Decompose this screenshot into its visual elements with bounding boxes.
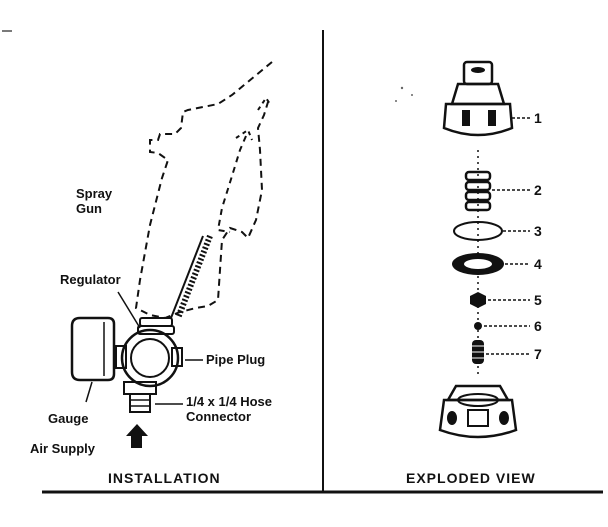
speck bbox=[395, 100, 397, 102]
gauge bbox=[70, 316, 116, 382]
part-3-ring bbox=[453, 221, 503, 241]
regulator-base bbox=[438, 384, 518, 439]
exploded-caption: EXPLODED VIEW bbox=[406, 470, 536, 486]
label-regulator: Regulator bbox=[60, 272, 121, 287]
label-hose-2: Connector bbox=[186, 409, 251, 424]
part-6-ball bbox=[474, 322, 482, 330]
part-number-2: 2 bbox=[534, 182, 542, 198]
part-number-6: 6 bbox=[534, 318, 542, 334]
installation-panel: Spray Gun Regulator Pipe Plug 1/4 x 1/4 … bbox=[30, 61, 273, 486]
part-number-7: 7 bbox=[534, 346, 542, 362]
label-air-supply: Air Supply bbox=[30, 441, 96, 456]
part-7-spring bbox=[472, 340, 484, 364]
gauge-leader bbox=[85, 381, 93, 403]
speck bbox=[400, 86, 404, 90]
gun-tip-mark bbox=[257, 96, 271, 111]
installation-caption: INSTALLATION bbox=[108, 470, 221, 486]
label-spray-gun-1: Spray bbox=[76, 186, 113, 201]
label-hose-1: 1/4 x 1/4 Hose bbox=[186, 394, 272, 409]
regulator-body bbox=[115, 317, 183, 413]
speck bbox=[411, 94, 413, 96]
part-5-nut bbox=[470, 292, 486, 308]
arrow-up-icon bbox=[126, 424, 148, 448]
spray-gun-outline bbox=[134, 61, 273, 320]
label-pipe-plug: Pipe Plug bbox=[206, 352, 265, 367]
label-gauge: Gauge bbox=[48, 411, 88, 426]
part-number-1: 1 bbox=[534, 110, 542, 126]
label-spray-gun-2: Gun bbox=[76, 201, 102, 216]
part-2-spring bbox=[464, 170, 492, 212]
part-1-cap bbox=[442, 60, 514, 137]
trigger-outline bbox=[216, 135, 247, 233]
coiled-hose bbox=[170, 234, 213, 320]
regulator-leader bbox=[117, 291, 141, 329]
part-number-4: 4 bbox=[534, 256, 542, 272]
part-4-diaphragm bbox=[452, 253, 504, 275]
exploded-view-panel: 1 2 3 4 5 6 7 EXPLODED VIEW bbox=[395, 60, 542, 486]
part-number-5: 5 bbox=[534, 292, 542, 308]
part-number-3: 3 bbox=[534, 223, 542, 239]
